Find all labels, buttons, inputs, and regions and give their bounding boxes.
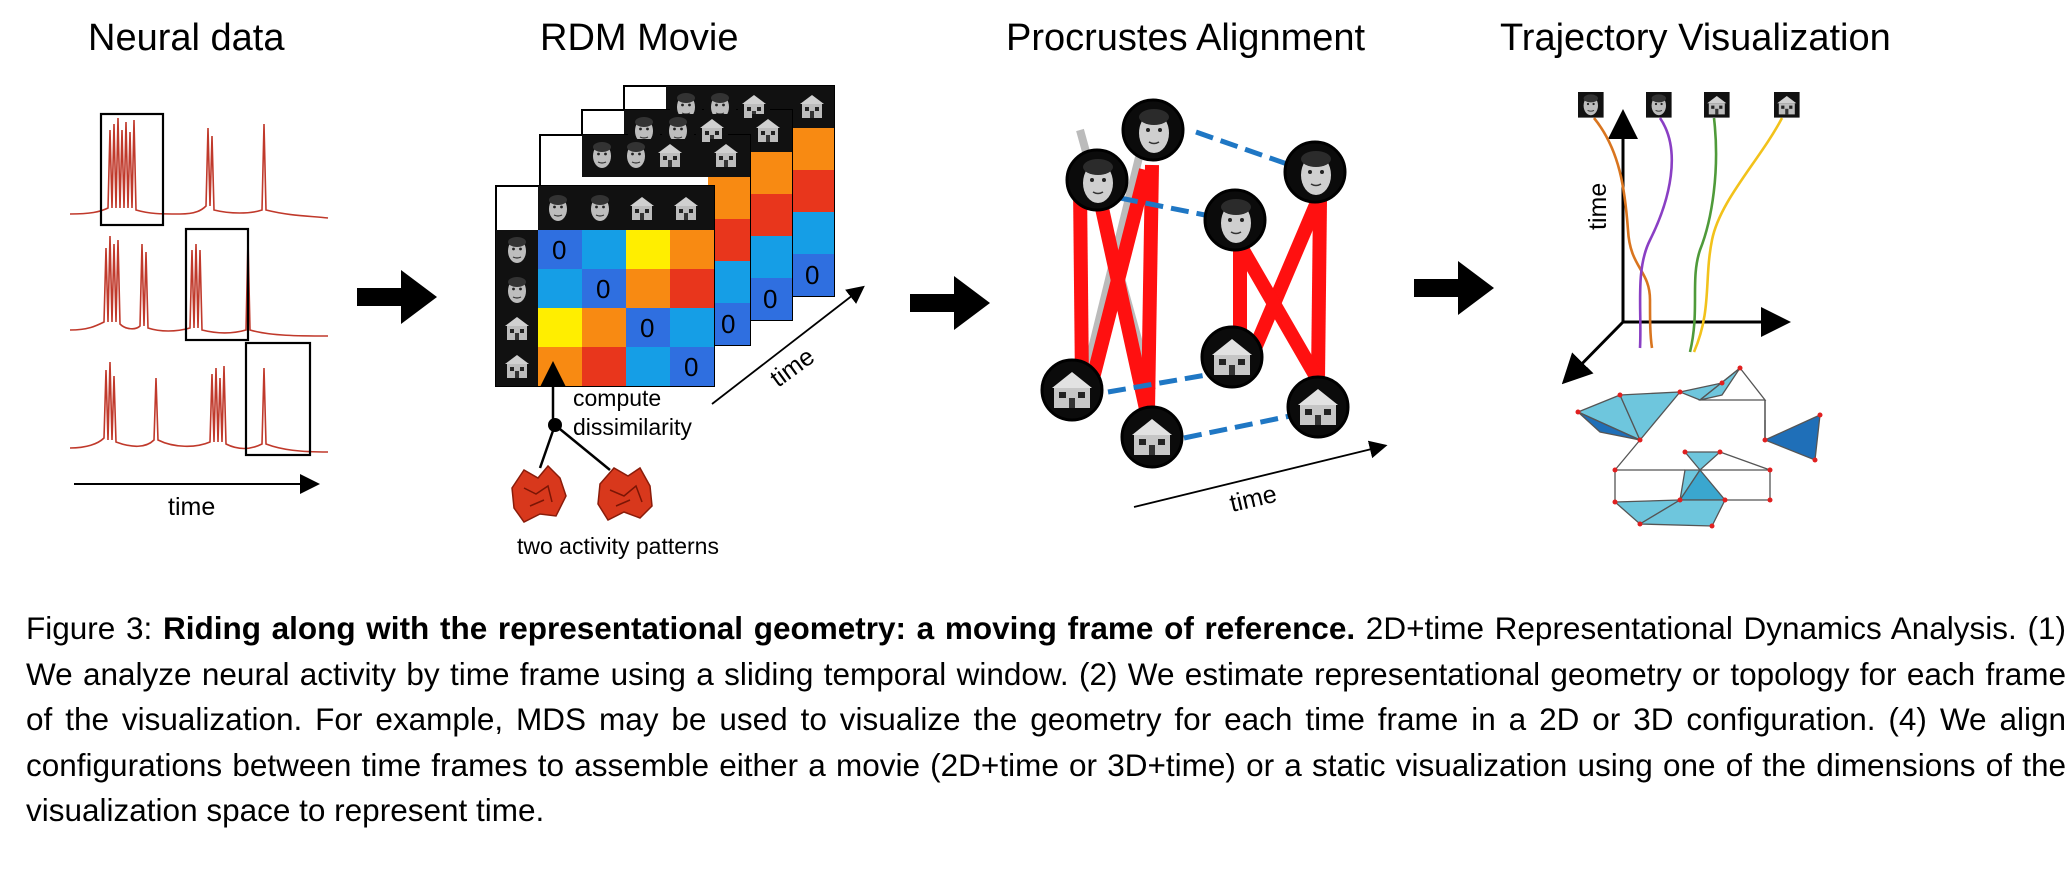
house-thumbnail-icon [626, 192, 658, 224]
face-circle-icon [1283, 140, 1347, 204]
spike-trace-row-2 [69, 235, 329, 337]
caption-title: Riding along with the representational g… [162, 610, 1356, 646]
svg-text:0: 0 [805, 260, 819, 290]
activity-pattern-icon [597, 466, 653, 521]
spike-trace-row-3 [69, 361, 329, 453]
spike-traces [69, 117, 329, 453]
trajectory-time-label: time [1584, 183, 1612, 230]
house-thumbnail-icon [501, 350, 533, 382]
face-thumbnail-icon [1645, 91, 1673, 119]
rdm-matrix-cells [538, 230, 714, 386]
window-box-2 [184, 227, 250, 342]
rdm-time-axis [711, 285, 865, 405]
trajectory-line [1638, 117, 1673, 349]
rdm-diagonal-zero: 0 [552, 235, 566, 265]
trajectory-line [1688, 117, 1718, 353]
spike-trace-row-1 [69, 117, 329, 219]
neural-time-label: time [168, 493, 215, 521]
face-thumbnail-icon [583, 191, 617, 225]
rdm-front-frame: 0 0 0 0 [495, 185, 715, 387]
face-circle-icon [1203, 188, 1267, 252]
topology-graph [1575, 365, 1823, 529]
right-arrow-icon [910, 276, 990, 330]
trajectory-curves [1592, 117, 1784, 353]
rdm-panel-title: RDM Movie [540, 17, 738, 59]
trajectory-line [1592, 117, 1654, 349]
rdm-diagonal-zero: 0 [596, 274, 610, 304]
house-circle-icon [1286, 375, 1350, 439]
trajectory-thumbnails [1577, 91, 1800, 119]
house-thumbnail-icon [670, 192, 702, 224]
compute-label-line1: compute [573, 385, 661, 411]
procrustes-panel-title: Procrustes Alignment [1006, 17, 1365, 59]
svg-text:0: 0 [763, 284, 777, 314]
window-box-1 [99, 112, 165, 227]
right-arrow-icon [1414, 261, 1494, 315]
house-thumbnail-icon [501, 312, 533, 344]
caption-label: Figure 3: [26, 610, 153, 646]
compute-label-line2: dissimilarity [573, 414, 692, 440]
house-thumbnail-icon [1704, 92, 1730, 118]
face-thumbnail-icon [500, 273, 534, 307]
method-figure: Neural data time RDM Movie 0 [69, 17, 1891, 559]
house-circle-icon [1200, 325, 1264, 389]
caption-body: 2D+time Representational Dynamics Analys… [26, 610, 2066, 828]
trajectory-panel-title: Trajectory Visualization [1500, 17, 1891, 59]
procrustes-time-axis [1133, 440, 1388, 508]
sliding-windows [99, 112, 312, 457]
svg-text:0: 0 [721, 309, 735, 339]
face-thumbnail-icon [500, 233, 534, 267]
patterns-label: two activity patterns [517, 533, 719, 559]
trajectory-line [1692, 117, 1784, 353]
activity-pattern-icon [511, 464, 567, 523]
right-arrow-icon [357, 270, 437, 324]
house-thumbnail-icon [1774, 92, 1800, 118]
face-circle-icon [1121, 98, 1185, 162]
rdm-diagonal-zero: 0 [640, 313, 654, 343]
rdm-diagonal-zero: 0 [684, 352, 698, 382]
trajectory-axes [1561, 109, 1791, 385]
figure-caption: Figure 3: Riding along with the represen… [26, 606, 2066, 834]
neural-panel-title: Neural data [88, 17, 285, 59]
house-circle-icon [1120, 405, 1184, 469]
face-circle-icon [1065, 148, 1129, 212]
procrustes-time-label: time [1227, 480, 1279, 518]
rdm-time-label: time [765, 342, 820, 392]
house-circle-icon [1040, 358, 1104, 422]
face-thumbnail-icon [541, 191, 575, 225]
face-thumbnail-icon [1577, 91, 1605, 119]
window-box-3 [244, 341, 312, 457]
compute-dissimilarity-arrow [538, 361, 611, 471]
